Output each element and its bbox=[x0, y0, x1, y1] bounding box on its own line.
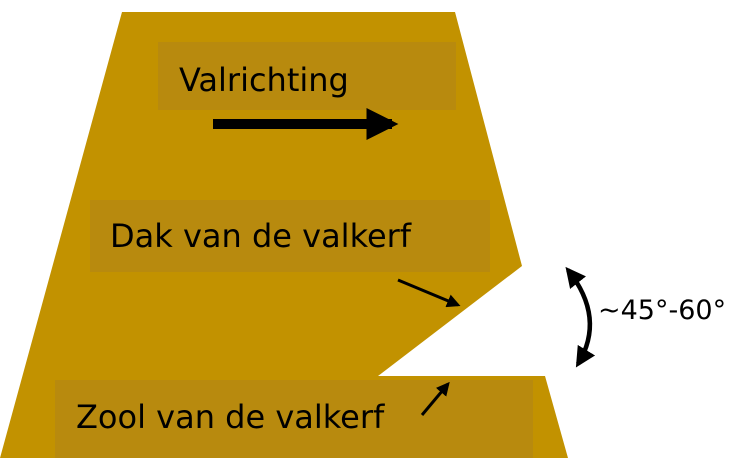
sole-label-box bbox=[55, 380, 533, 458]
notch-sole-label: Zool van de valkerf bbox=[76, 398, 385, 436]
angle-arc-arrow bbox=[565, 266, 596, 368]
notch-roof-label: Dak van de valkerf bbox=[110, 217, 412, 255]
sole-pointer-arrow bbox=[420, 381, 450, 416]
angle-label: ~45°-60° bbox=[598, 295, 726, 326]
roof-label-box bbox=[90, 200, 490, 272]
direction-label: Valrichting bbox=[179, 61, 349, 99]
direction-label-box bbox=[158, 42, 456, 110]
roof-pointer-arrow bbox=[397, 278, 461, 308]
